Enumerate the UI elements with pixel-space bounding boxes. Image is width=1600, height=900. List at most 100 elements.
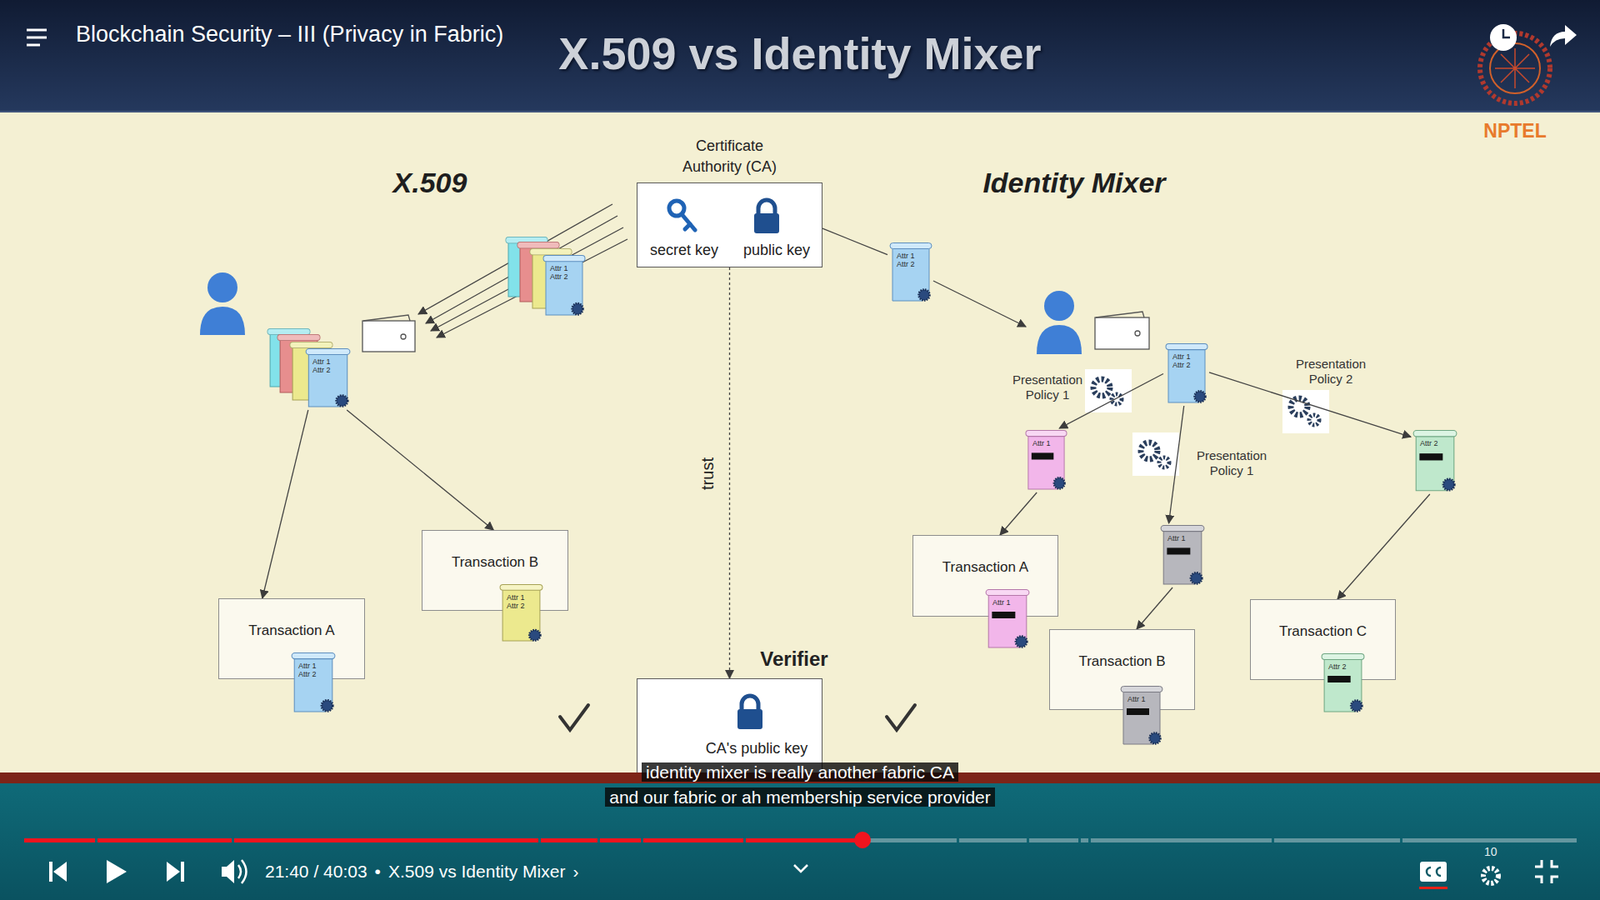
menu-icon bbox=[26, 30, 47, 45]
text-slot: identity mixer is really another fabric … bbox=[425, 761, 1175, 784]
flow-arrow bbox=[262, 410, 309, 599]
player-bar bbox=[95, 838, 1403, 843]
certificate-shape bbox=[291, 653, 335, 660]
certificate-shape bbox=[1168, 347, 1205, 403]
text-slot: Presentation Policy 1 bbox=[1001, 372, 1094, 403]
policy-label: Presentation Policy 1 bbox=[1188, 448, 1276, 479]
text-slot: Blockchain Security – III (Privacy in Fa… bbox=[75, 21, 504, 48]
verifier-lock-icon bbox=[741, 695, 759, 711]
watch-later-icon bbox=[1490, 24, 1517, 51]
text-slot: Presentation Policy 2 bbox=[1285, 356, 1377, 387]
text-slot: and our fabric or ah membership service … bbox=[425, 786, 1175, 809]
cert-attributes: Attr 2 bbox=[1420, 439, 1449, 448]
heading: X.509 bbox=[393, 166, 468, 199]
issue-arrows bbox=[418, 204, 613, 315]
transaction-box: Transaction AAttr 1 Attr 2 bbox=[218, 598, 365, 680]
text-slot: CA's public key bbox=[673, 740, 840, 758]
certificate-shape bbox=[1015, 636, 1027, 648]
authority-box: Certificate Authority (CA)secret keypubl… bbox=[636, 135, 823, 268]
certificate-shape bbox=[572, 303, 584, 315]
certificate-shape bbox=[1327, 675, 1350, 683]
policy-gear bbox=[1085, 369, 1132, 413]
player-bar bbox=[238, 860, 808, 884]
verifier-box-fill bbox=[636, 678, 823, 773]
player-bar bbox=[854, 831, 871, 849]
text-slot: Transaction B bbox=[422, 553, 568, 571]
text-slot: X.509 bbox=[55, 166, 805, 200]
cert-attributes: Attr 1 bbox=[1032, 439, 1061, 448]
certificate-shape bbox=[545, 259, 583, 315]
player-bar bbox=[1420, 861, 1447, 882]
wallet-icon bbox=[1095, 317, 1150, 350]
certificate-node: Attr 1 Attr 2 bbox=[303, 346, 352, 410]
player-bar bbox=[1419, 886, 1448, 890]
menu-icon bbox=[26, 44, 40, 47]
certificate-shape bbox=[500, 584, 543, 590]
certificate-shape bbox=[1419, 453, 1443, 460]
text-slot: X.509 vs Identity Mixer bbox=[558, 27, 1041, 80]
flow-arrow bbox=[1136, 587, 1173, 630]
player-bar bbox=[1535, 876, 1542, 884]
user-icon bbox=[207, 272, 238, 303]
certificate-shape bbox=[1123, 690, 1160, 745]
verifier-lock-icon bbox=[737, 695, 763, 730]
cert-attributes: Attr 1 Attr 2 bbox=[312, 357, 341, 375]
certificate-shape bbox=[892, 246, 930, 301]
certificate-shape bbox=[1195, 390, 1206, 402]
player-bar bbox=[24, 838, 1577, 843]
secret-key-icon bbox=[685, 224, 690, 230]
user-icon bbox=[200, 306, 245, 335]
public-key-icon bbox=[758, 200, 775, 215]
transaction-label: Transaction B bbox=[1050, 652, 1195, 670]
text-slot: Transaction A bbox=[219, 621, 365, 640]
player-bar bbox=[1026, 838, 1030, 843]
cert-attributes: Attr 1 bbox=[1167, 534, 1196, 543]
certificate-shape bbox=[294, 656, 333, 712]
certificate-shape bbox=[983, 587, 1031, 651]
cert-attributes: Attr 1 Attr 2 bbox=[550, 264, 579, 281]
policy-label: Presentation Policy 1 bbox=[1001, 372, 1094, 403]
flow-arrow bbox=[1337, 494, 1430, 600]
certificate-shape bbox=[305, 349, 350, 355]
certificate-node: Attr 1 Attr 2 bbox=[497, 582, 545, 645]
certificate-shape bbox=[502, 588, 540, 641]
verifier-box-frame: CA's public key bbox=[636, 678, 823, 773]
transaction-box: Transaction BAttr 1 bbox=[1049, 629, 1195, 710]
certificate-node: Attr 1 Attr 2 bbox=[289, 650, 337, 715]
cert-attributes: Attr 1 Attr 2 bbox=[896, 251, 925, 269]
certificate-shape bbox=[1413, 430, 1457, 437]
certificate-node: Attr 1 bbox=[1158, 523, 1206, 588]
transaction-box: Transaction CAttr 2 bbox=[1250, 599, 1396, 680]
player-bar bbox=[238, 865, 241, 879]
text-slot: Transaction A bbox=[913, 558, 1058, 576]
player-bar bbox=[53, 861, 67, 882]
player-bar bbox=[1271, 838, 1275, 843]
issue-arrows bbox=[933, 280, 1026, 327]
player-bar bbox=[538, 838, 541, 843]
player-time-row: 21:40 / 40:03•X.509 vs Identity Mixer› bbox=[265, 860, 579, 883]
heading: 10 bbox=[1484, 845, 1498, 859]
player-bar bbox=[95, 838, 98, 843]
key-label: CA's public key bbox=[705, 740, 808, 757]
player-bar bbox=[1551, 860, 1559, 867]
certificate-shape bbox=[985, 590, 1030, 596]
cert-attributes: Attr 2 bbox=[1328, 662, 1357, 671]
transaction-label: Transaction A bbox=[913, 558, 1058, 576]
certificate-shape bbox=[1190, 572, 1202, 584]
edge-label: trust bbox=[698, 457, 717, 490]
issue-arrows bbox=[436, 239, 628, 338]
certificate-shape bbox=[1023, 428, 1069, 493]
certificate-node: Attr 1 Attr 2 bbox=[887, 240, 934, 305]
video-title: Blockchain Security – III (Privacy in Fa… bbox=[75, 21, 504, 47]
certificate-node: Attr 1 bbox=[983, 587, 1031, 651]
certificate-shape bbox=[890, 243, 932, 250]
flow-arrow bbox=[1000, 492, 1037, 535]
certificate-shape bbox=[497, 582, 545, 645]
node-heading: Verifier bbox=[760, 647, 828, 670]
menu-icon bbox=[26, 36, 47, 40]
player-bar bbox=[956, 838, 960, 843]
text-slot: Identity Mixer bbox=[699, 166, 1450, 200]
certificate-node: Attr 1 Attr 2 bbox=[540, 253, 587, 319]
transaction-box: Transaction BAttr 1 Attr 2 bbox=[421, 530, 569, 611]
wallet-icon bbox=[1135, 330, 1140, 336]
